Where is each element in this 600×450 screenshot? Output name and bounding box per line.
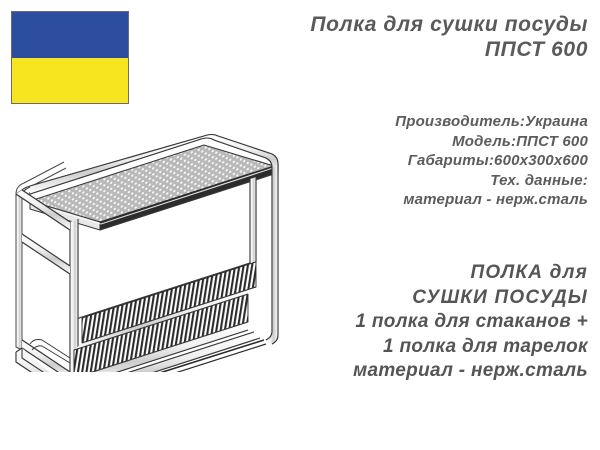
flag-stripe-blue xyxy=(12,12,128,58)
specifications-block: Производитель:Украина Модель:ППСТ 600 Га… xyxy=(250,112,588,210)
spec-tech-data-label: Тех. данные: xyxy=(490,171,588,189)
summary-block: ПОЛКА для СУШКИ ПОСУДЫ 1 полка для стака… xyxy=(240,261,588,384)
spec-dimensions: Габариты:600x300x600 xyxy=(407,152,588,169)
summary-shelf-plates: 1 полка для тарелок xyxy=(383,335,588,357)
frame-left-side xyxy=(15,189,79,372)
bottom-shelf-plates xyxy=(73,261,257,372)
summary-line-1: ПОЛКА для xyxy=(470,262,588,283)
ukraine-flag xyxy=(11,11,129,104)
spec-material: материал - нерж.сталь xyxy=(403,191,588,208)
top-shelf-glasses xyxy=(29,144,275,231)
frame-right xyxy=(265,164,279,345)
dish-drying-rack-drawing xyxy=(15,133,279,372)
title-line-1: Полка для сушки посуды xyxy=(310,13,588,36)
bottom-rails xyxy=(15,321,267,372)
spec-manufacturer: Производитель:Украина xyxy=(395,113,588,130)
summary-shelf-glasses: 1 полка для стаканов + xyxy=(355,311,588,332)
top-back-rail xyxy=(29,133,279,201)
spec-model: Модель:ППСТ 600 xyxy=(452,132,588,150)
product-illustration xyxy=(8,82,294,372)
flag-stripe-yellow xyxy=(12,57,128,103)
title-line-2: ППСТ 600 xyxy=(484,38,588,61)
page-title: Полка для сушки посуды ППСТ 600 xyxy=(240,12,588,62)
summary-line-2: СУШКИ ПОСУДЫ xyxy=(412,286,588,308)
summary-material: материал - нерж.сталь xyxy=(353,360,588,381)
